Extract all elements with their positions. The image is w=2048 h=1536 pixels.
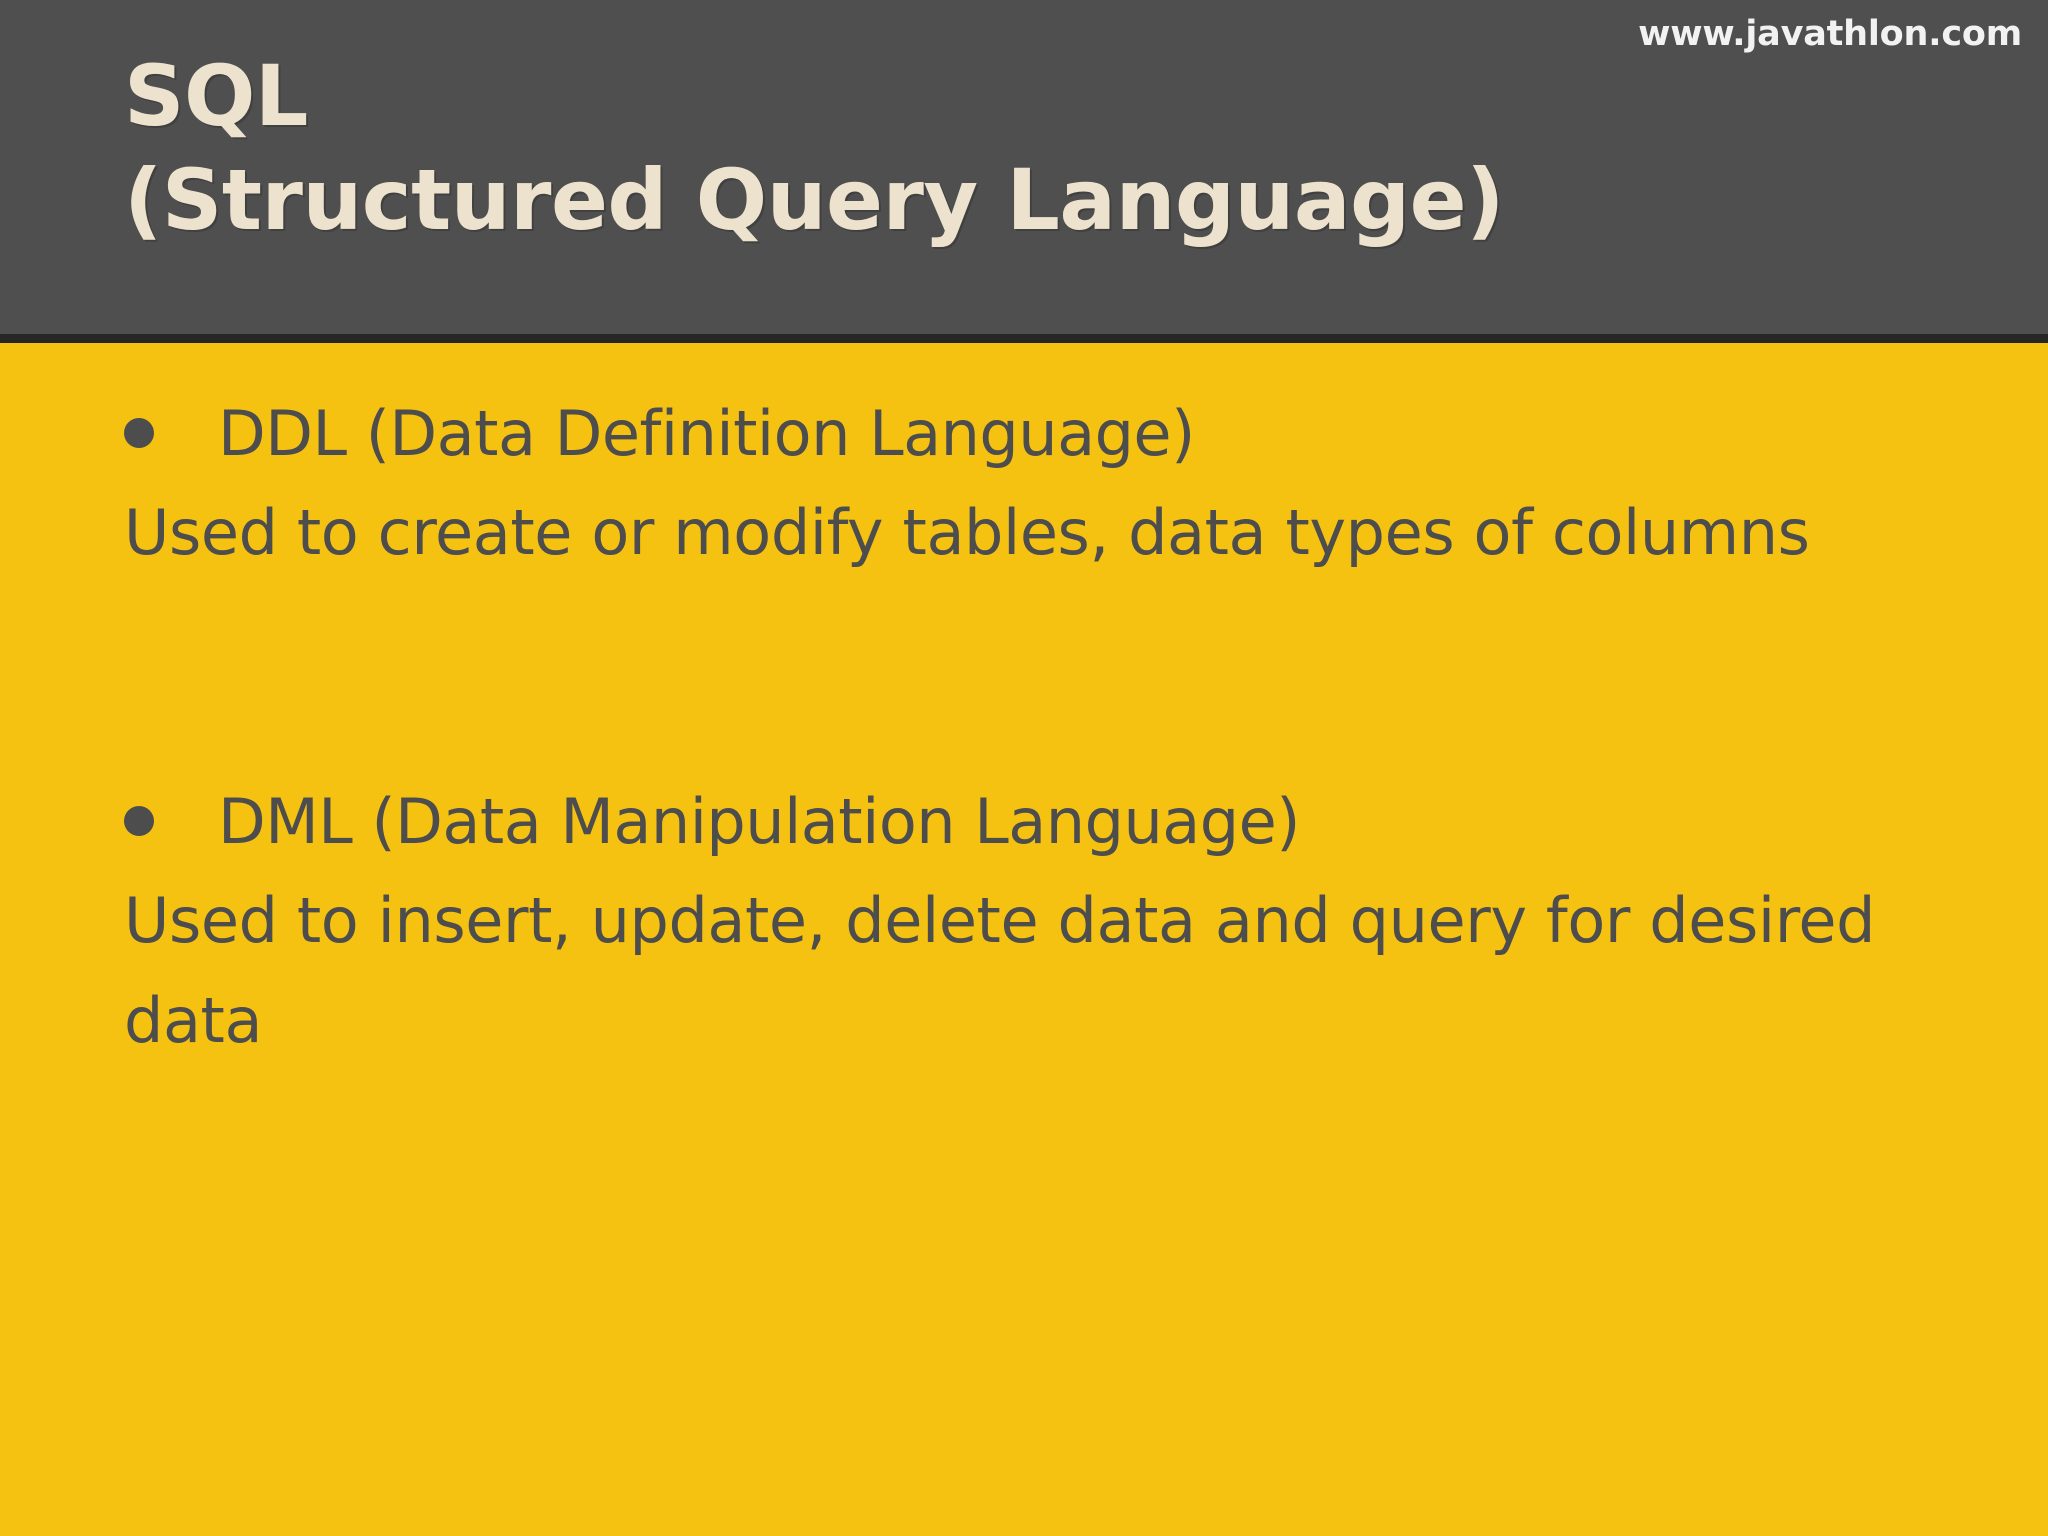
slide-title-block: SQL (Structured Query Language) bbox=[124, 44, 1924, 252]
page-title-line-2: (Structured Query Language) bbox=[124, 151, 1505, 249]
bullet-label-ddl: DDL (Data Definition Language) bbox=[218, 397, 1195, 470]
description-dml: Used to insert, update, delete data and … bbox=[124, 884, 1876, 1057]
bullet-dot-icon bbox=[124, 806, 154, 836]
slide-body: DDL (Data Definition Language) Used to c… bbox=[0, 343, 2048, 1536]
description-ddl: Used to create or modify tables, data ty… bbox=[124, 496, 1810, 569]
site-url-label: www.javathlon.com bbox=[1638, 14, 2022, 54]
bullet-item-ddl: DDL (Data Definition Language) bbox=[124, 391, 1934, 477]
slide-header: www.javathlon.com SQL (Structured Query … bbox=[0, 0, 2048, 343]
bullet-item-dml: DML (Data Manipulation Language) bbox=[124, 779, 1934, 865]
slide-content: DDL (Data Definition Language) Used to c… bbox=[124, 391, 1934, 1071]
section-spacer bbox=[124, 583, 1934, 779]
bullet-label-dml: DML (Data Manipulation Language) bbox=[218, 785, 1300, 858]
section-ddl: DDL (Data Definition Language) Used to c… bbox=[124, 391, 1934, 583]
bullet-dot-icon bbox=[124, 418, 154, 448]
section-dml: DML (Data Manipulation Language) Used to… bbox=[124, 779, 1934, 1071]
page-title-line-1: SQL bbox=[124, 47, 308, 145]
